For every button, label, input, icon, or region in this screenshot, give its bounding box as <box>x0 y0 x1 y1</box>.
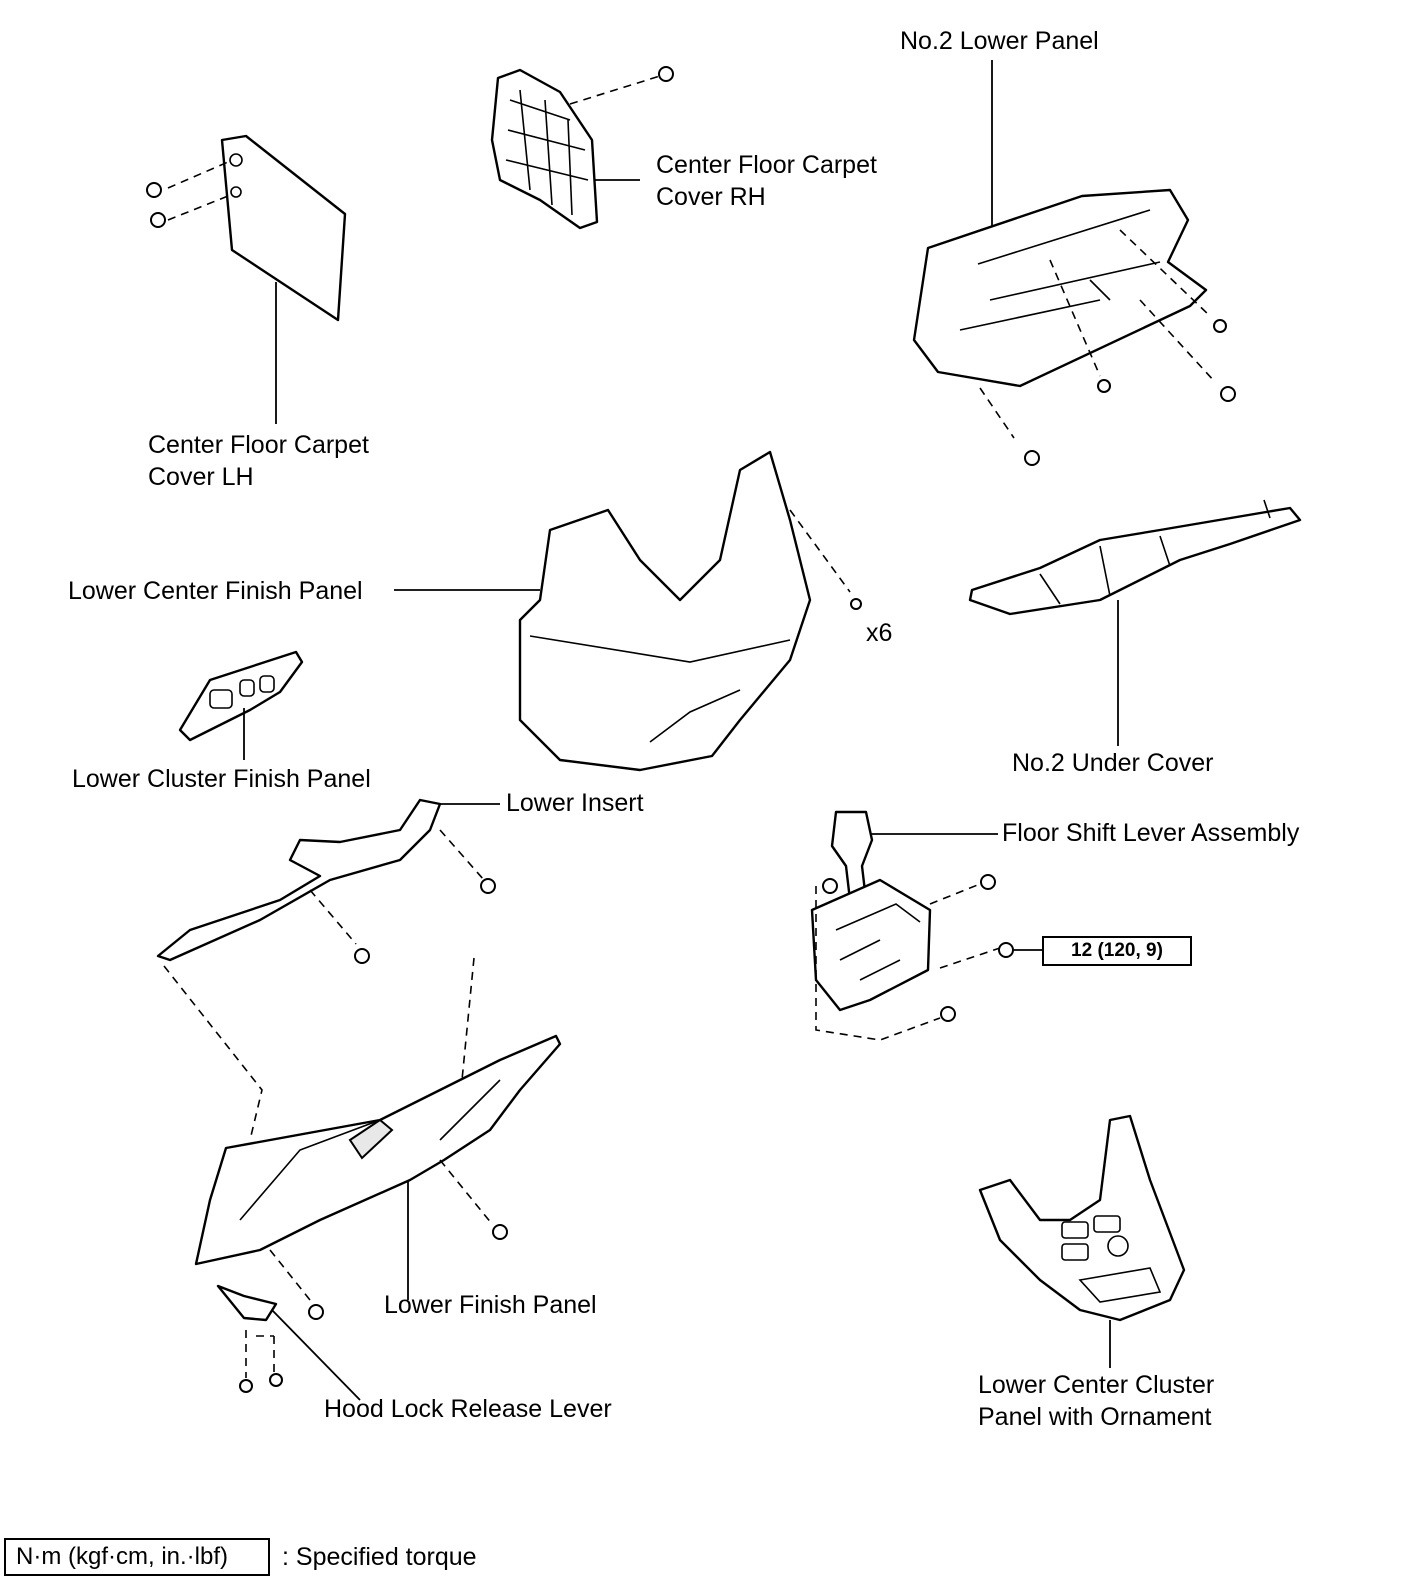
label-center-floor-carpet-cover-lh-line1: Center Floor Carpet <box>148 431 369 459</box>
label-no2-under-cover: No.2 Under Cover <box>1012 749 1214 777</box>
label-floor-shift-lever-assembly: Floor Shift Lever Assembly <box>1002 819 1300 847</box>
torque-spec-box: 12 (120, 9) <box>1042 936 1192 966</box>
label-lower-center-finish-panel: Lower Center Finish Panel <box>68 577 363 605</box>
torque-legend-text: : Specified torque <box>282 1543 477 1571</box>
lower-center-cluster-panel-part <box>978 1114 1186 1368</box>
lower-center-finish-panel-part <box>394 450 862 772</box>
label-lower-cluster-finish-panel: Lower Cluster Finish Panel <box>72 765 371 793</box>
label-lower-center-cluster-panel-line1: Lower Center Cluster <box>978 1371 1215 1399</box>
label-center-floor-carpet-cover-rh-line1: Center Floor Carpet <box>656 151 877 179</box>
label-lower-insert: Lower Insert <box>506 789 644 817</box>
label-no2-lower-panel: No.2 Lower Panel <box>900 27 1099 55</box>
label-lower-center-cluster-panel-line2: Panel with Ornament <box>978 1403 1212 1431</box>
torque-units-legend-box: N·m (kgf·cm, in.·lbf) <box>4 1538 270 1576</box>
lower-cluster-finish-panel-part <box>178 650 304 760</box>
label-hood-lock-release-lever: Hood Lock Release Lever <box>324 1395 612 1423</box>
no2-lower-panel-part <box>912 60 1236 466</box>
label-x6: x6 <box>866 619 893 647</box>
label-center-floor-carpet-cover-lh-line2: Cover LH <box>148 463 254 491</box>
hood-lock-release-lever-part <box>216 1284 361 1401</box>
lower-insert-part <box>156 798 500 1141</box>
label-lower-finish-panel: Lower Finish Panel <box>384 1291 597 1319</box>
floor-shift-lever-assembly-part <box>810 810 1042 1041</box>
lower-finish-panel-part <box>194 1034 562 1320</box>
center-floor-carpet-cover-lh-part <box>146 134 347 424</box>
label-center-floor-carpet-cover-rh-line2: Cover RH <box>656 183 766 211</box>
no2-under-cover-part <box>968 499 1302 746</box>
center-floor-carpet-cover-rh-part <box>490 66 674 230</box>
